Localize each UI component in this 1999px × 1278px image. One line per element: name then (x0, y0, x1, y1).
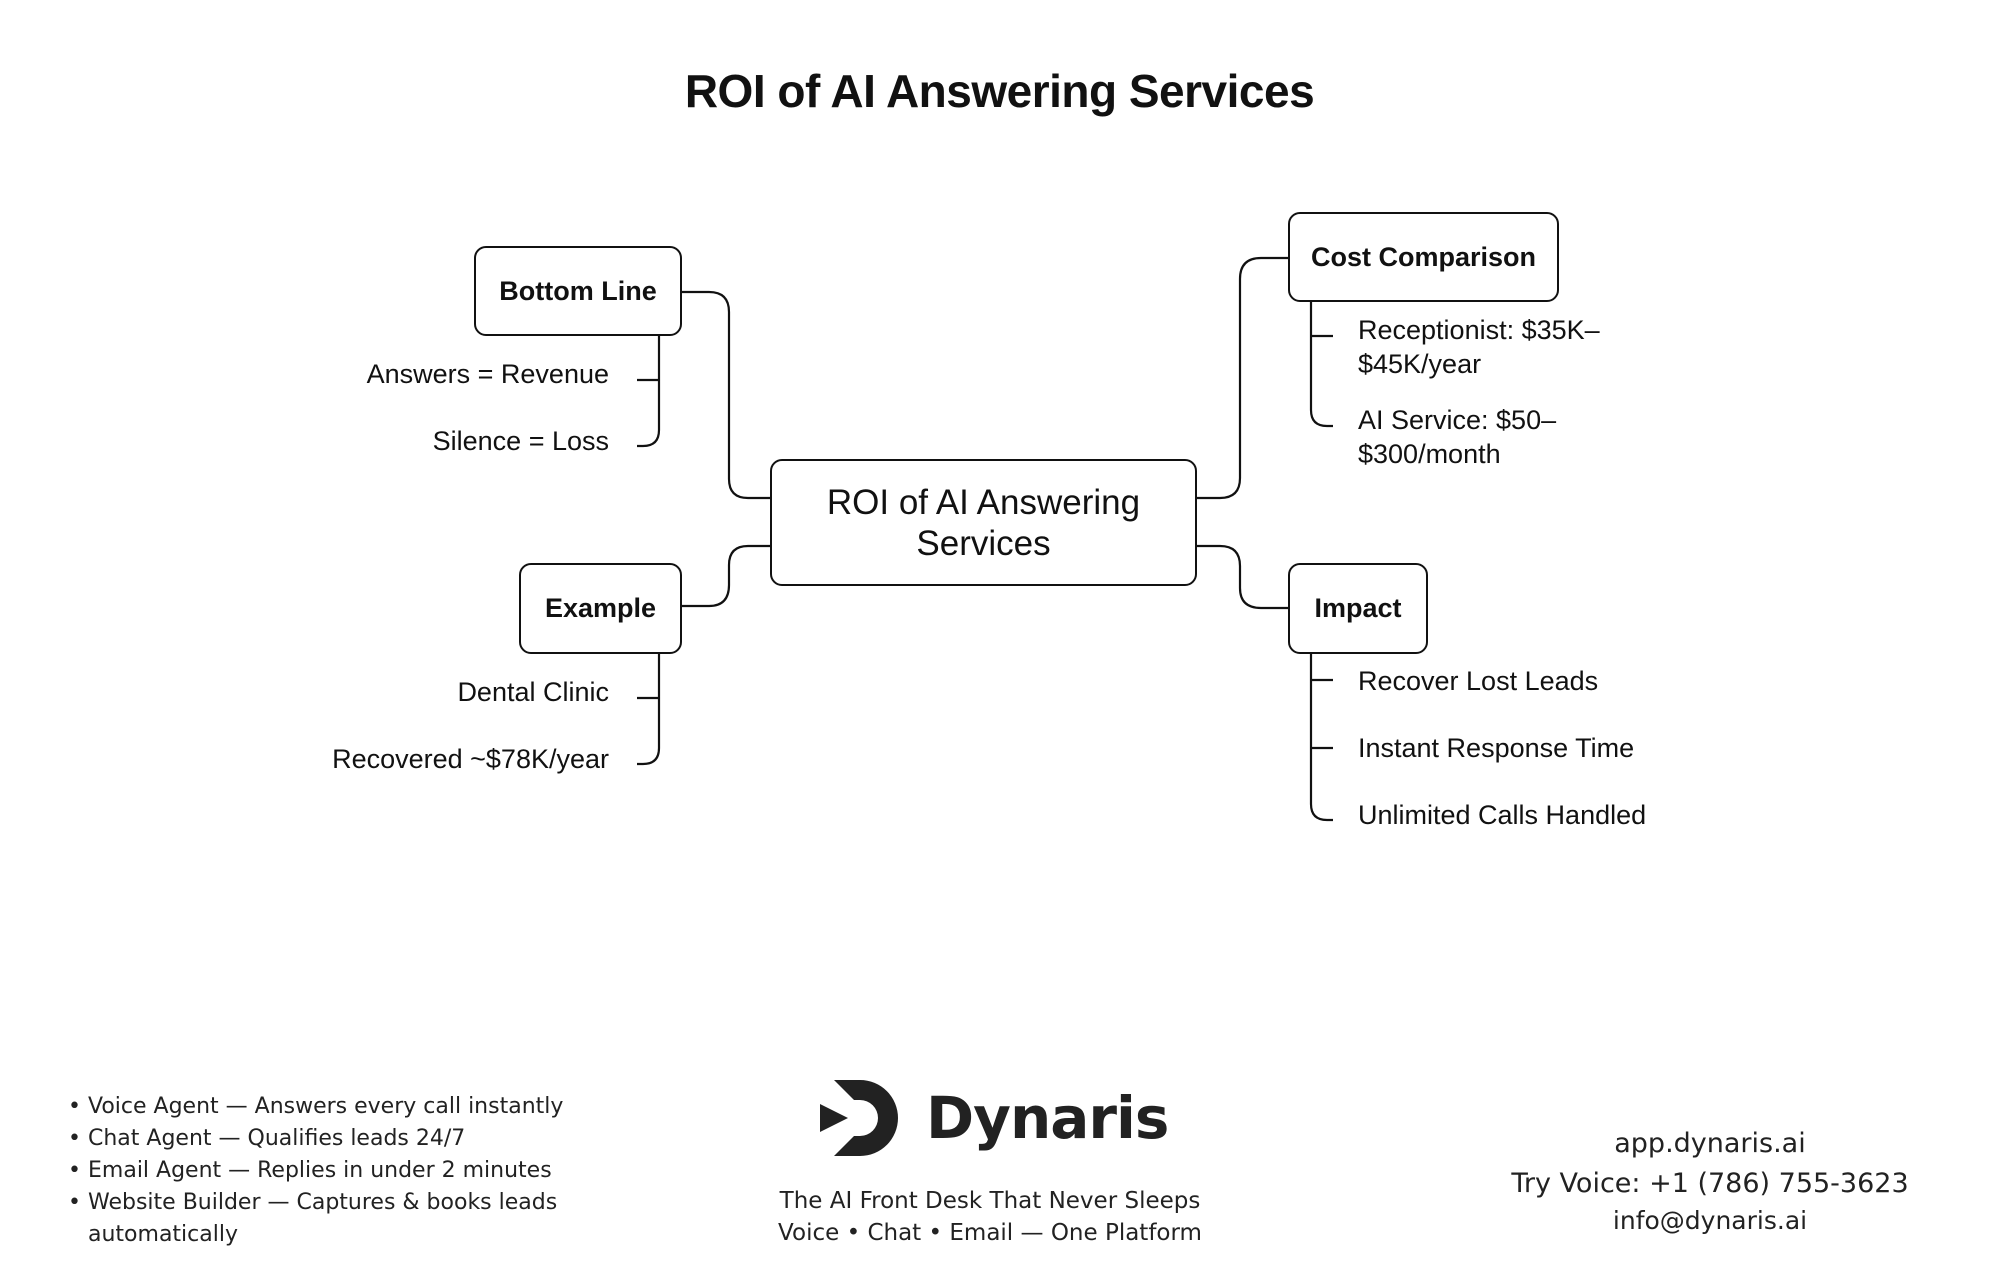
tagline-line-2: Voice • Chat • Email — One Platform (778, 1220, 1202, 1246)
feature-item: Website Builder — Captures & books leads… (68, 1187, 608, 1251)
feature-item: Voice Agent — Answers every call instant… (68, 1091, 608, 1123)
leaf-connector-impact (1309, 654, 1333, 822)
connector-example (682, 544, 770, 608)
phone-number[interactable]: Try Voice: +1 (786) 755-3623 (1511, 1168, 1909, 1199)
leaf-receptionist-cost: Receptionist: $35K–$45K/year (1358, 315, 1600, 379)
leaf-recovered-amount: Recovered ~$78K/year (332, 744, 609, 774)
branch-node-impact: Impact (1288, 563, 1428, 654)
tagline: The AI Front Desk That Never Sleeps Voic… (760, 1185, 1220, 1249)
leaf-silence-loss: Silence = Loss (432, 426, 609, 456)
connector-impact (1197, 544, 1288, 610)
leaf-unlimited-calls: Unlimited Calls Handled (1358, 800, 1647, 830)
leaf-ai-service-cost: AI Service: $50–$300/month (1358, 405, 1557, 469)
feature-item: Email Agent — Replies in under 2 minutes (68, 1155, 608, 1187)
dynaris-logo-icon (820, 1080, 898, 1156)
branch-node-cost-comparison: Cost Comparison (1288, 212, 1559, 302)
leaf-dental-clinic: Dental Clinic (457, 677, 609, 707)
leaf-connector-example (637, 654, 661, 766)
leaf-recover-lost-leads: Recover Lost Leads (1358, 666, 1599, 696)
website-link[interactable]: app.dynaris.ai (1614, 1128, 1806, 1159)
tagline-line-1: The AI Front Desk That Never Sleeps (779, 1188, 1201, 1214)
leaf-connector-cost (1309, 302, 1333, 428)
center-node: ROI of AI Answering Services (770, 459, 1197, 586)
leaf-answers-revenue: Answers = Revenue (366, 359, 609, 389)
contact-info: app.dynaris.ai Try Voice: +1 (786) 755-3… (1500, 1124, 1920, 1238)
brand-logo: Dynaris (820, 1080, 1169, 1156)
brand-name: Dynaris (926, 1084, 1169, 1152)
email-link[interactable]: info@dynaris.ai (1612, 1206, 1808, 1235)
leaf-instant-response: Instant Response Time (1358, 733, 1635, 763)
connector-cost-comparison (1197, 256, 1288, 500)
feature-list: Voice Agent — Answers every call instant… (68, 1091, 608, 1251)
diagram-title: ROI of AI Answering Services (684, 65, 1315, 117)
branch-node-bottom-line: Bottom Line (474, 246, 682, 336)
branch-node-example: Example (519, 563, 682, 654)
leaf-connector-bottom-line (637, 336, 661, 448)
feature-item: Chat Agent — Qualifies leads 24/7 (68, 1123, 608, 1155)
connector-bottom-line (682, 290, 770, 500)
